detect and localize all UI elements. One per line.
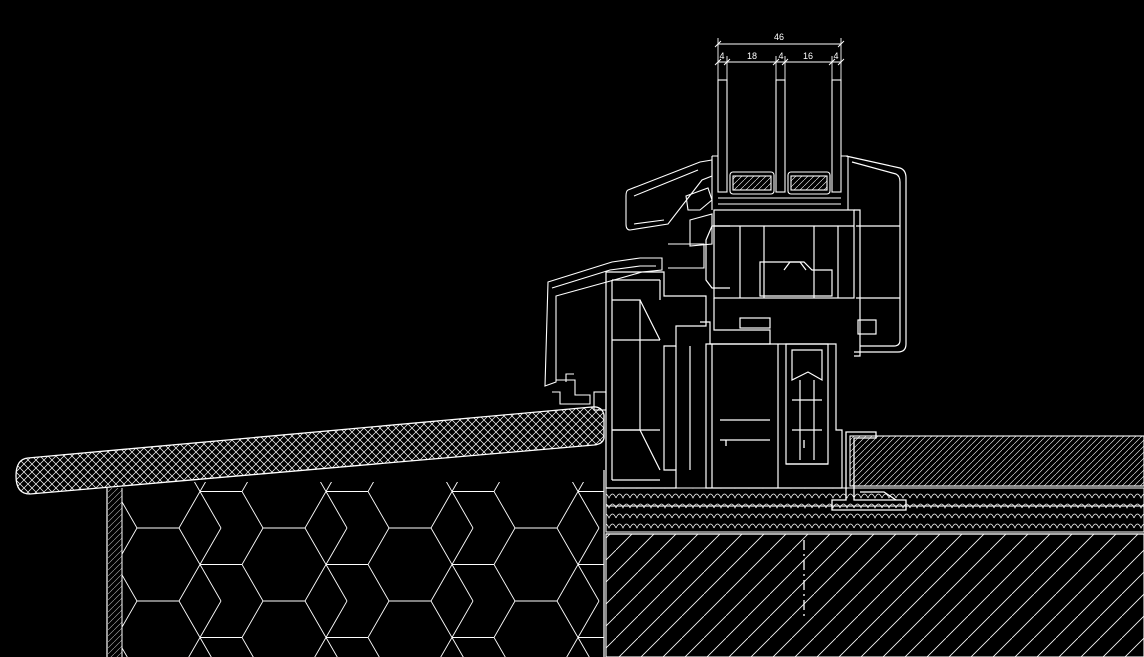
dim-overall: 46 [774,32,784,42]
lower-frame-chambers [705,343,843,489]
sill-cap-profile [544,257,663,411]
window-frame-profile [605,271,707,489]
exterior-sill-board [15,406,605,495]
dim-seg-3: 4 [778,51,783,61]
dimension-chain [714,38,845,80]
dim-seg-1: 4 [719,51,724,61]
dim-seg-5: 4 [833,51,838,61]
dim-seg-4: 16 [803,51,813,61]
frame-inner-shell [845,155,907,353]
angle-bracket [725,431,907,620]
sash-profile [700,209,861,357]
interior-floor-screed [605,435,1144,657]
dimension-labels: 46 4 18 4 16 4 [719,32,838,61]
dim-seg-2: 18 [747,51,757,61]
wall-insulation [106,470,605,657]
insulated-glass-unit [711,79,849,210]
glazing-bead-exterior [625,159,713,269]
